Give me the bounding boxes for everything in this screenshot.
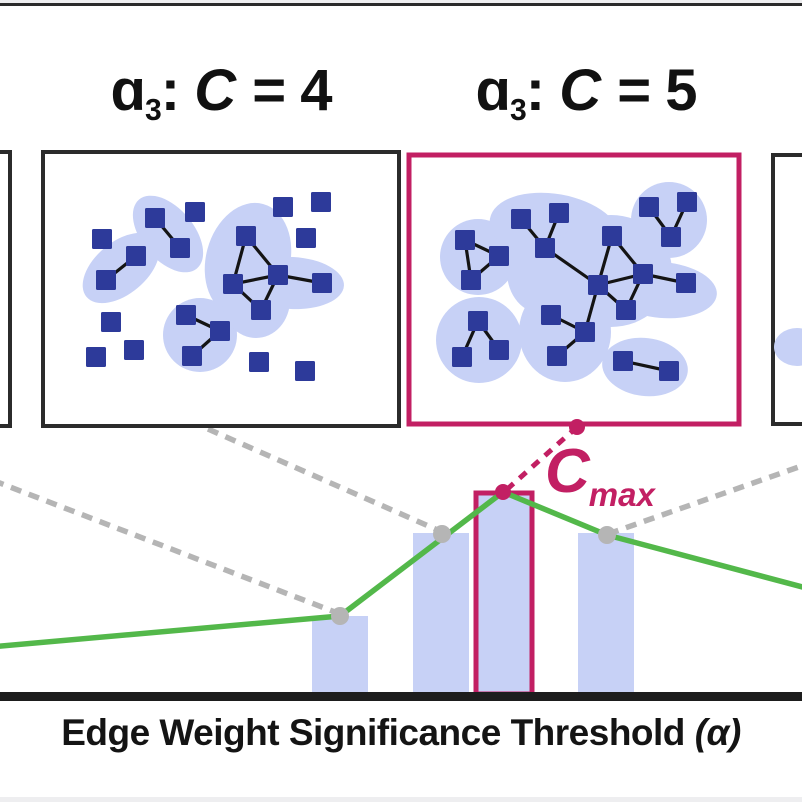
- graph-node: [468, 311, 488, 331]
- alpha-symbol: ɑ: [475, 58, 511, 123]
- graph-node: [312, 273, 332, 293]
- graph-node: [249, 352, 269, 372]
- graph-node: [170, 238, 190, 258]
- panel-alpha-left-partial: [0, 150, 12, 428]
- graph-node: [455, 230, 475, 250]
- graph-node: [210, 321, 230, 341]
- graph-node: [452, 347, 472, 367]
- cmax-subscript: max: [588, 476, 655, 513]
- graph-panel-1: [82, 192, 344, 381]
- cmax-label: Cmax: [545, 441, 655, 512]
- c-value: 4: [300, 58, 332, 123]
- graph-node: [311, 192, 331, 212]
- bar-1: [312, 616, 368, 694]
- graph-node: [268, 265, 288, 285]
- graph-node: [661, 227, 681, 247]
- graph-node: [295, 361, 315, 381]
- cmax-point-dot: [495, 484, 511, 500]
- graph-node: [547, 346, 567, 366]
- projector-dash-2: [206, 426, 444, 535]
- graph-node: [145, 208, 165, 228]
- graph-node: [223, 274, 243, 294]
- x-axis-label: Edge Weight Significance Threshold (α): [0, 712, 802, 754]
- graph-node: [511, 209, 531, 229]
- graph-node: [236, 226, 256, 246]
- projector-dash-3: [607, 462, 802, 537]
- threshold-point-dot: [598, 526, 616, 544]
- alpha-subscript: 3: [144, 93, 162, 127]
- graph-node: [677, 192, 697, 212]
- graph-node: [86, 347, 106, 367]
- x-axis-alpha: (α): [694, 712, 742, 753]
- graph-node: [588, 275, 608, 295]
- graph-node: [124, 340, 144, 360]
- graph-node: [575, 322, 595, 342]
- projector-dash-1: [0, 480, 341, 617]
- graph-node: [92, 229, 112, 249]
- figure-top-border: [0, 3, 802, 6]
- graph-node: [273, 197, 293, 217]
- graph-node: [126, 246, 146, 266]
- page-edge-top: [0, 0, 802, 3]
- cluster-blob: [436, 297, 522, 383]
- alpha-symbol: ɑ: [110, 58, 146, 123]
- graph-node: [489, 340, 509, 360]
- graph-node: [296, 228, 316, 248]
- bar-2: [413, 533, 469, 694]
- equals-sign: =: [602, 58, 666, 123]
- graph-node: [535, 238, 555, 258]
- x-axis-label-text: Edge Weight Significance Threshold: [61, 712, 695, 753]
- bar-4: [578, 533, 634, 694]
- graph-node: [489, 246, 509, 266]
- panel-title-left: ɑ3: C = 4: [111, 62, 333, 126]
- graph-node: [185, 202, 205, 222]
- page-edge-bottom: [0, 797, 802, 802]
- threshold-point-dot: [433, 525, 451, 543]
- bar-highlighted: [473, 490, 535, 697]
- graph-node: [176, 305, 196, 325]
- graph-node: [676, 273, 696, 293]
- graph-node: [602, 226, 622, 246]
- threshold-point-dot: [331, 607, 349, 625]
- graph-panel-2: [436, 182, 717, 397]
- graph-node: [659, 361, 679, 381]
- title-separator: :: [525, 58, 560, 123]
- cmax-c: C: [545, 437, 590, 506]
- graph-node: [616, 300, 636, 320]
- c-variable: C: [194, 58, 236, 123]
- graph-node: [541, 305, 561, 325]
- alpha-subscript: 3: [509, 93, 527, 127]
- graph-node: [96, 270, 116, 290]
- graph-node: [639, 197, 659, 217]
- panel-alpha-right-partial: [771, 153, 802, 426]
- graph-panel-3: [774, 328, 802, 366]
- graph-node: [461, 270, 481, 290]
- c-value: 5: [665, 58, 697, 123]
- graph-node: [251, 300, 271, 320]
- graph-node: [633, 264, 653, 284]
- title-separator: :: [160, 58, 195, 123]
- cluster-blob: [507, 230, 579, 314]
- graph-node: [613, 351, 633, 371]
- graph-node: [549, 203, 569, 223]
- c-variable: C: [559, 58, 601, 123]
- graph-node: [182, 346, 202, 366]
- equals-sign: =: [237, 58, 301, 123]
- graph-node: [101, 312, 121, 332]
- panel-title-right: ɑ3: C = 5: [476, 62, 698, 126]
- cluster-blob: [774, 328, 802, 366]
- x-axis-line: [0, 692, 802, 701]
- cmax-point-dot: [569, 419, 585, 435]
